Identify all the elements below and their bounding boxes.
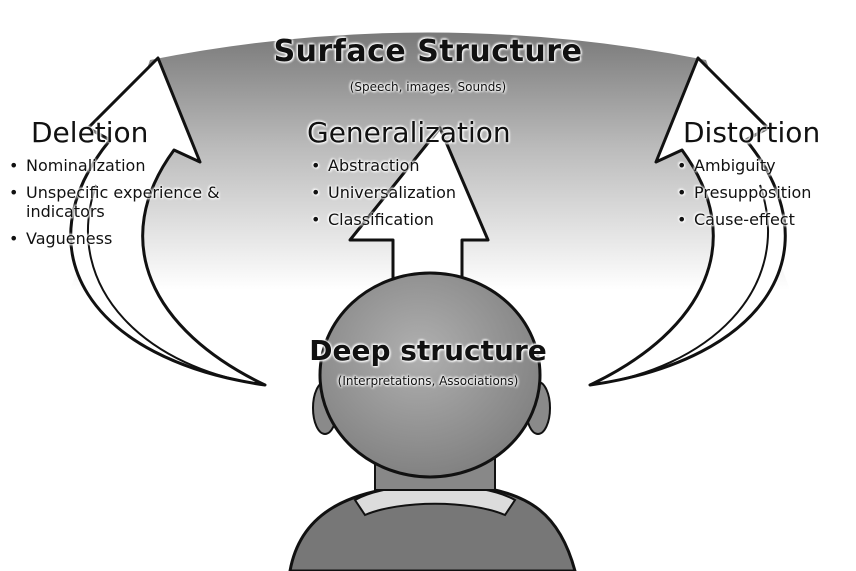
distortion-item: Ambiguity [674,156,854,175]
left-curved-arrow [69,56,267,387]
distortion-item: Presupposition [674,183,854,202]
deep-structure-title: Deep structure [309,334,547,367]
surface-structure-title: Surface Structure [273,34,583,69]
head [318,271,542,479]
distortion-heading: Distortion [683,116,821,149]
deletion-item: Unspecific experience & indicators [6,183,268,221]
generalization-item: Classification [308,210,508,229]
distortion-list: Ambiguity Presupposition Cause-effect [674,156,854,237]
generalization-item: Universalization [308,183,508,202]
generalization-item: Abstraction [308,156,508,175]
deletion-list: Nominalization Unspecific experience & i… [6,156,268,256]
deep-structure-subtitle: (Interpretations, Associations) [337,374,519,388]
deletion-heading: Deletion [31,116,149,149]
deletion-item: Vagueness [6,229,268,248]
deletion-item: Nominalization [6,156,268,175]
surface-structure-subtitle: (Speech, images, Sounds) [349,80,507,94]
distortion-item: Cause-effect [674,210,854,229]
generalization-heading: Generalization [307,116,511,149]
generalization-list: Abstraction Universalization Classificat… [308,156,508,237]
